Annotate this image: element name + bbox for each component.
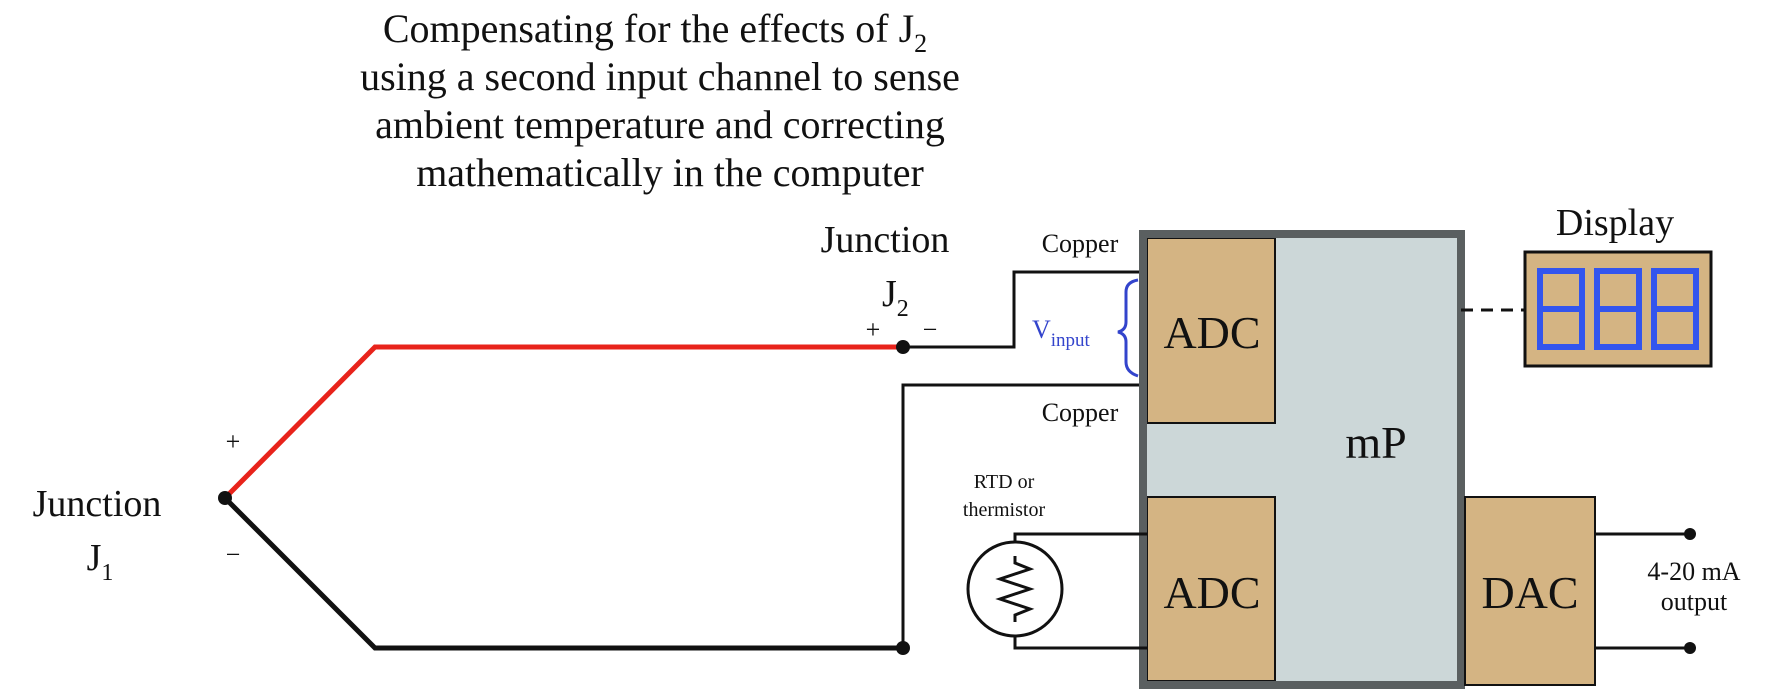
junction-j2-label: Junction bbox=[821, 219, 950, 261]
diagram-title: Compensating for the effects of J2 using… bbox=[360, 6, 960, 195]
junction-j1-dot bbox=[218, 491, 232, 505]
adc-bottom-label: ADC bbox=[1163, 567, 1260, 618]
processor-label: mP bbox=[1345, 417, 1406, 468]
title-line-1: Compensating for the effects of J2 bbox=[383, 6, 927, 58]
rtd-sensor-circle bbox=[966, 540, 1064, 638]
thermocouple-negative-wire bbox=[223, 496, 903, 651]
junction-j2-minus: − bbox=[923, 315, 938, 344]
rtd-label-line-1: RTD or bbox=[974, 471, 1035, 493]
copper-wire-top bbox=[903, 270, 1148, 349]
vinput-bracket bbox=[1117, 278, 1139, 378]
rtd-label-line-2: thermistor bbox=[963, 499, 1046, 521]
copper-label-top: Copper bbox=[1042, 229, 1119, 258]
junction-j2-name: J2 bbox=[882, 273, 909, 322]
copper-label-bottom: Copper bbox=[1042, 398, 1119, 427]
junction-j1-name: J1 bbox=[87, 537, 114, 586]
junction-j1-minus: − bbox=[226, 540, 241, 569]
output-terminal-top bbox=[1684, 528, 1696, 540]
thermocouple-positive-wire bbox=[223, 344, 903, 500]
output-terminal-bottom bbox=[1684, 642, 1696, 654]
computer-frame-border bbox=[1139, 230, 1465, 689]
dac-block bbox=[1464, 496, 1596, 686]
display-digit-1 bbox=[1537, 268, 1585, 350]
output-label-line-2: output bbox=[1661, 587, 1728, 616]
display-label: Display bbox=[1556, 202, 1674, 244]
title-line-3: ambient temperature and correcting bbox=[375, 102, 945, 147]
junction-j2-dot bbox=[896, 340, 910, 354]
dac-label: DAC bbox=[1481, 567, 1578, 618]
adc-top-block bbox=[1146, 237, 1276, 424]
junction-j2-plus: + bbox=[866, 315, 881, 344]
junction-j1-label: Junction bbox=[33, 483, 162, 525]
vinput-label: Vinput bbox=[1032, 315, 1091, 351]
title-line-2: using a second input channel to sense bbox=[360, 54, 960, 99]
display-digits bbox=[1537, 268, 1699, 350]
junction-j1-plus: + bbox=[226, 427, 241, 456]
rtd-resistor-icon bbox=[995, 556, 1035, 622]
copper-wire-bottom bbox=[901, 383, 1148, 648]
adc-top-label: ADC bbox=[1163, 307, 1260, 358]
display-digit-2 bbox=[1594, 268, 1642, 350]
display-digit-3 bbox=[1651, 268, 1699, 350]
title-line-4: mathematically in the computer bbox=[416, 150, 924, 195]
output-label-line-1: 4-20 mA bbox=[1647, 557, 1740, 586]
junction-bottom-dot bbox=[896, 641, 910, 655]
